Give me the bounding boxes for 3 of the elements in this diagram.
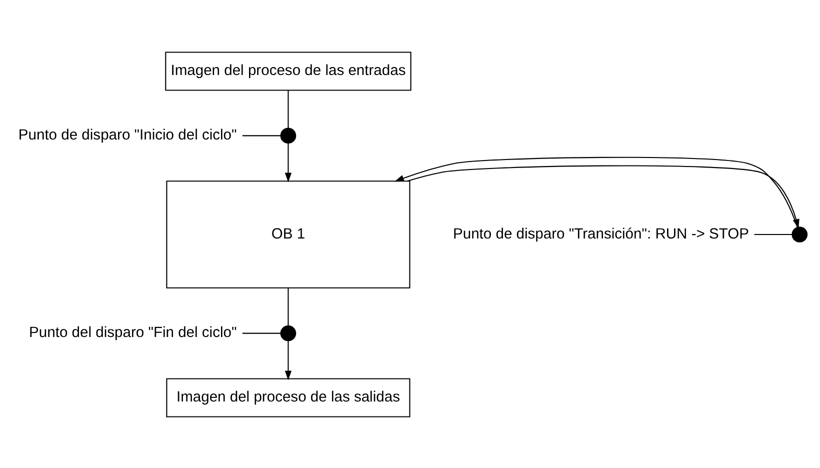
node-text: Punto de disparo "Transición": RUN -> STOP bbox=[453, 226, 749, 242]
node-text: Punto del disparo "Fin del ciclo" bbox=[29, 324, 237, 341]
node-text: Punto de disparo "Inicio del ciclo" bbox=[18, 127, 237, 144]
